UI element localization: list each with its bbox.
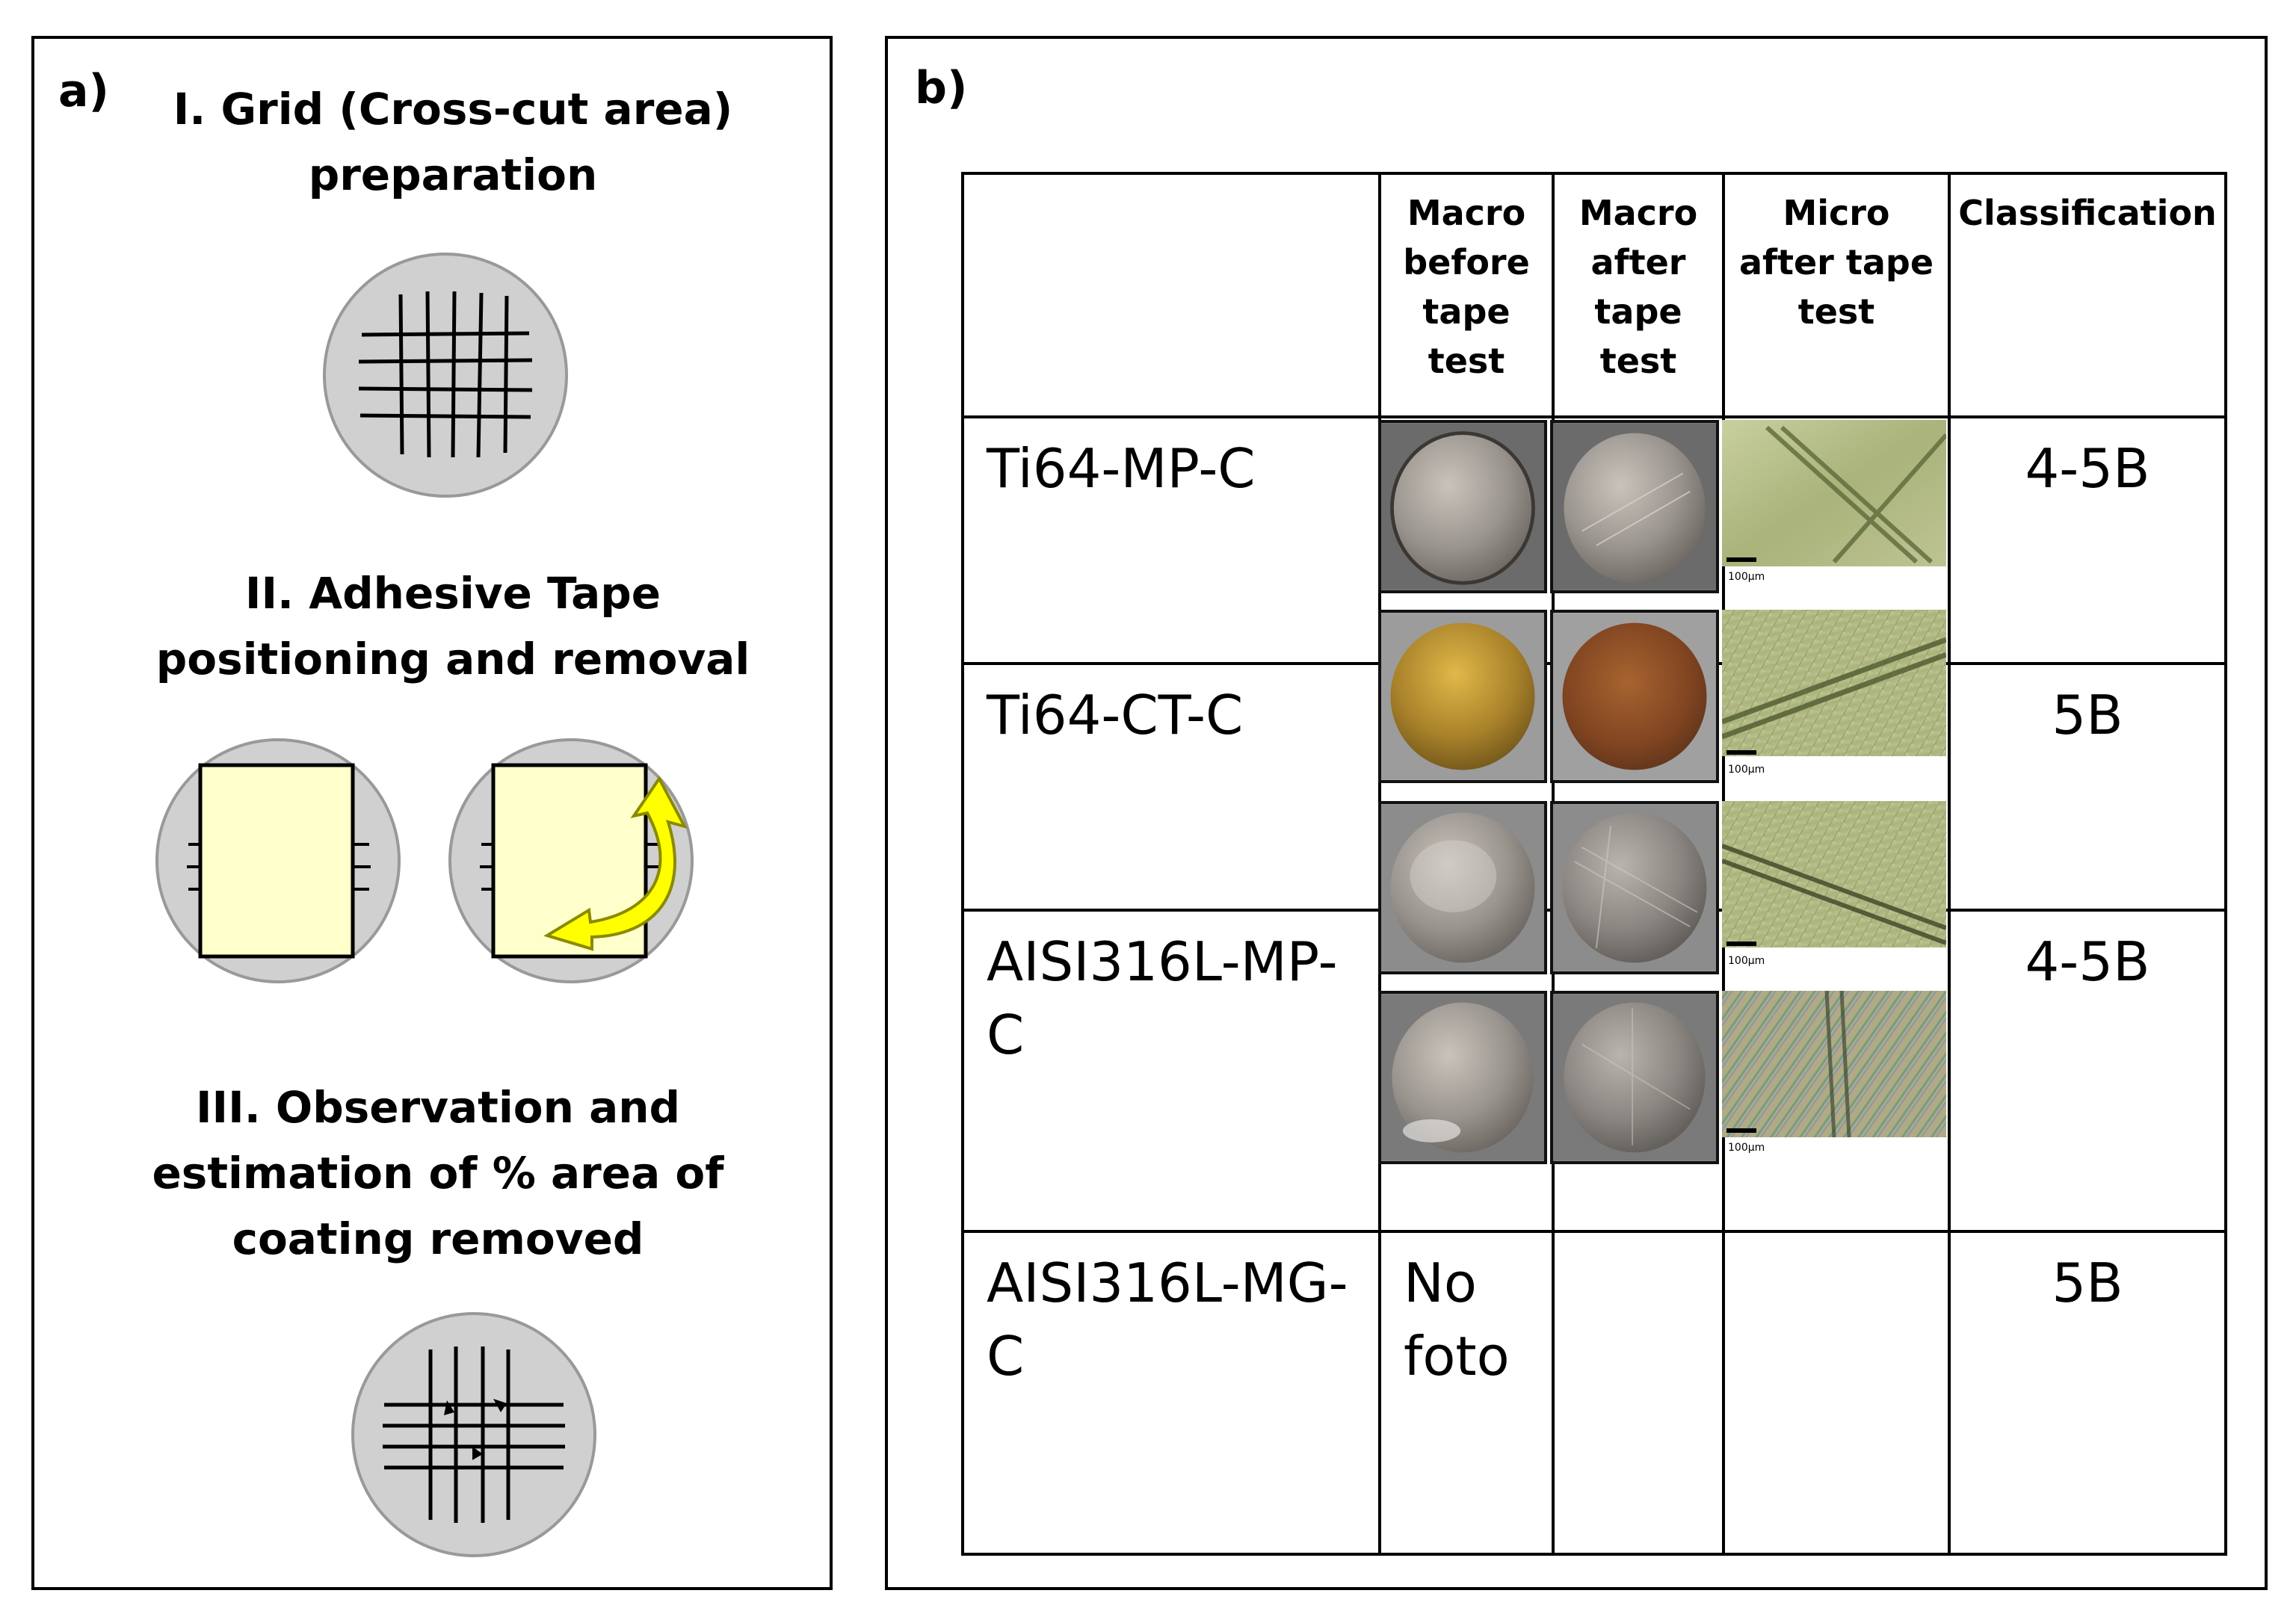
panel-b-label: b) [915,62,968,114]
row-classification: 5B [1948,1230,2227,1556]
macro-after-photo [1550,610,1719,783]
macro-before-photo [1378,801,1547,974]
row-name: Ti64-CT-C [961,662,1381,912]
macro-before-photo [1378,610,1547,783]
panel-a: a) I. Grid (Cross-cut area) preparation … [31,36,833,1590]
micro-photo: 100μm [1722,610,1946,776]
scale-bar-label: 100μm [1728,571,1765,583]
step-2-title: II. Adhesive Tape positioning and remova… [155,568,750,684]
macro-after-photo [1550,801,1719,974]
cell-macro-after [1552,1230,1725,1556]
peel-arrow-icon [543,776,688,951]
row-name: AISI316L-MP-C [961,909,1381,1233]
scale-bar-label: 100μm [1728,1142,1765,1154]
row-name: AISI316L-MG-C [961,1230,1381,1556]
row-classification: 4-5B [1948,415,2227,665]
cell-micro [1722,1230,1951,1556]
step-1-title: I. Grid (Cross-cut area) preparation [173,84,733,200]
row-classification: 5B [1948,662,2227,912]
row-classification: 4-5B [1948,909,2227,1233]
macro-before-photo [1378,420,1547,593]
macro-after-photo [1550,991,1719,1164]
micro-photo: 100μm [1722,420,1946,583]
macro-before-photo [1378,991,1547,1164]
step-3-title: III. Observation and estimation of % are… [152,1082,724,1264]
scale-bar-label: 100μm [1728,955,1765,967]
tape-removal-illustration [448,738,694,983]
damage-observation-illustration [351,1312,596,1557]
scale-bar-label: 100μm [1728,764,1765,776]
cross-cut-grid-illustration [323,253,568,498]
micro-photo: 100μm [1722,801,1946,967]
macro-after-photo [1550,420,1719,593]
row-name: Ti64-MP-C [961,415,1381,665]
header-empty [961,172,1381,418]
header-classification: Classification [1948,172,2227,418]
panel-a-label: a) [58,65,109,117]
tape-applied-illustration [155,738,401,983]
micro-photo: 100μm [1722,991,1946,1154]
